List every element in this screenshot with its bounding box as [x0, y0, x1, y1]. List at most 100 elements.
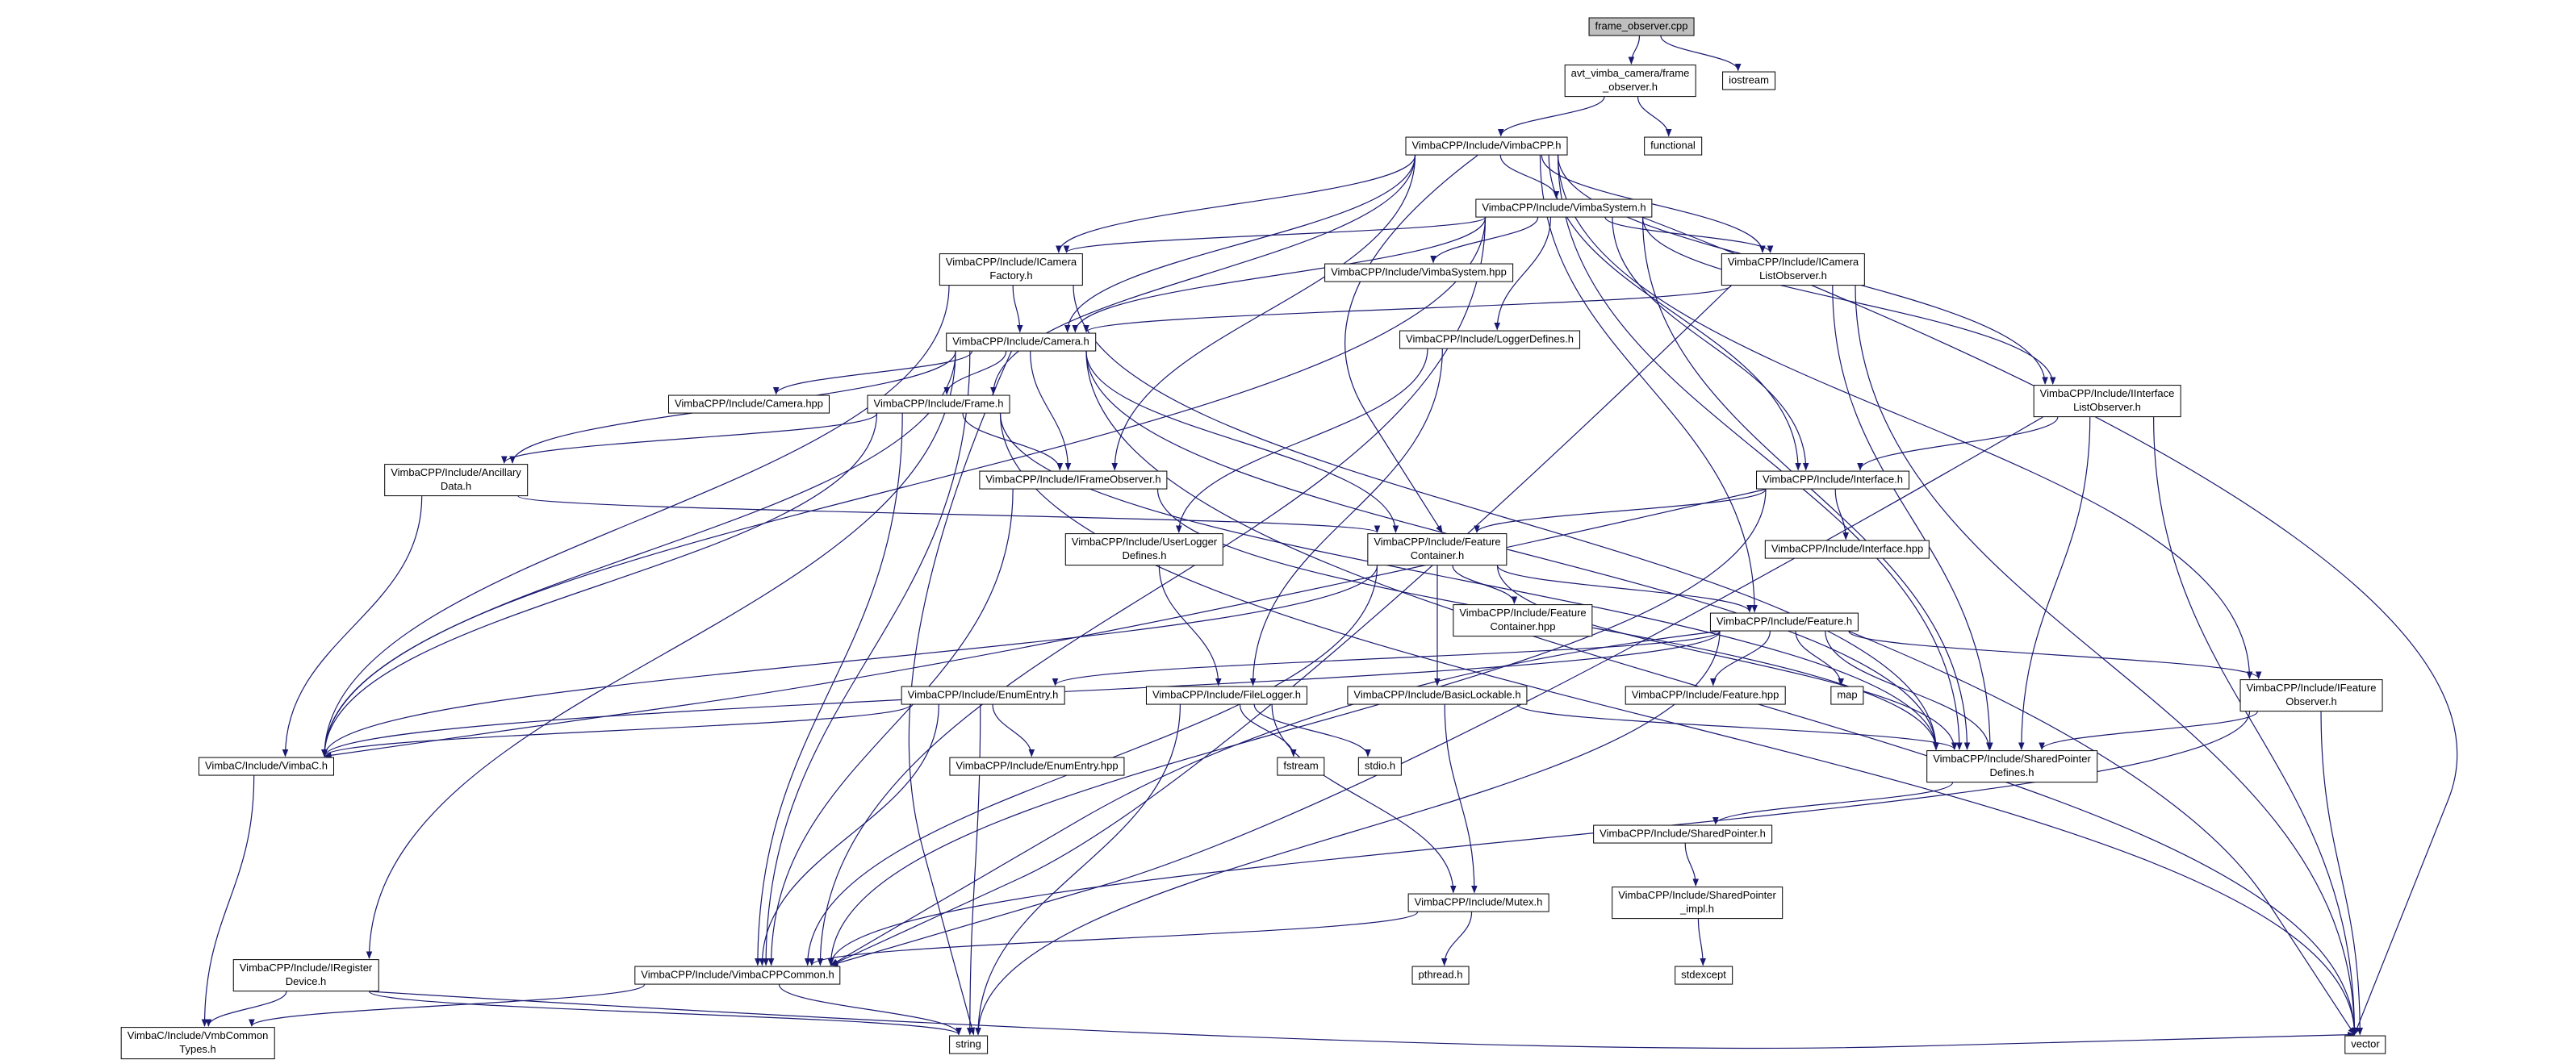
- include-edge: [1848, 630, 2262, 679]
- include-edge: [943, 351, 1007, 395]
- graph-node[interactable]: stdexcept: [1675, 966, 1733, 985]
- include-edge: [282, 495, 423, 757]
- include-edge: [1795, 631, 1845, 686]
- graph-node[interactable]: pthread.h: [1411, 966, 1470, 985]
- include-edge: [1848, 630, 2356, 1036]
- include-edge: [1344, 155, 1478, 533]
- graph-node[interactable]: VimbaCPP/Include/BasicLockable.h: [1347, 686, 1528, 705]
- graph-node[interactable]: VimbaCPP/Include/Camera.hpp: [667, 394, 830, 414]
- include-edge: [1085, 351, 1939, 750]
- include-edge: [1111, 155, 1416, 471]
- include-edge: [1064, 155, 1416, 333]
- graph-node[interactable]: VimbaCPP/Include/VimbaSystem.h: [1475, 198, 1653, 218]
- include-edge: [201, 775, 255, 1027]
- include-edge: [249, 983, 646, 1027]
- include-edge: [975, 704, 1181, 1036]
- include-edge: [1684, 843, 1700, 887]
- graph-node[interactable]: VimbaCPP/Include/VimbaCPPCommon.h: [634, 966, 841, 985]
- graph-node[interactable]: VimbaCPP/Include/Mutex.h: [1407, 893, 1549, 912]
- include-edge: [1452, 565, 1518, 604]
- include-edge: [990, 155, 1416, 395]
- include-edge: [2320, 711, 2364, 1036]
- graph-node[interactable]: VimbaCPP/Include/SharedPointer _impl.h: [1612, 887, 1783, 919]
- graph-node[interactable]: VimbaCPP/Include/UserLogger Defines.h: [1064, 533, 1224, 565]
- include-edge: [778, 984, 962, 1036]
- include-edge: [908, 351, 1012, 1036]
- include-edge: [1253, 704, 1371, 757]
- graph-node[interactable]: VimbaCPP/Include/Interface.h: [1756, 470, 1909, 490]
- include-edge: [1516, 703, 1958, 750]
- graph-node[interactable]: stdio.h: [1357, 757, 1403, 776]
- graph-node[interactable]: VimbaCPP/Include/SharedPointer.h: [1593, 824, 1772, 844]
- include-edge: [1158, 565, 1222, 686]
- include-edge: [1612, 217, 1809, 471]
- include-edge: [2018, 416, 2091, 750]
- include-edge: [2153, 416, 2358, 1036]
- graph-node-root[interactable]: frame_observer.cpp: [1588, 17, 1695, 36]
- graph-node[interactable]: VimbaCPP/Include/ICamera ListObserver.h: [1721, 253, 1866, 286]
- graph-node[interactable]: VimbaCPP/Include/VimbaCPP.h: [1405, 136, 1568, 156]
- graph-node[interactable]: avt_vimba_camera/frame _observer.h: [1564, 65, 1696, 97]
- graph-node[interactable]: VimbaCPP/Include/FileLogger.h: [1145, 686, 1308, 705]
- graph-node[interactable]: VimbaCPP/Include/Feature Container.hpp: [1453, 604, 1593, 636]
- include-edge: [1056, 155, 1416, 253]
- include-edge: [992, 704, 1035, 757]
- graph-node[interactable]: VimbaCPP/Include/Ancillary Data.h: [384, 464, 528, 496]
- include-edge: [1271, 704, 1457, 894]
- graph-node[interactable]: functional: [1644, 136, 1702, 156]
- include-edge: [1709, 631, 1771, 686]
- include-edge: [1072, 217, 1487, 333]
- graph-node[interactable]: VimbaCPP/Include/Feature.h: [1709, 612, 1859, 632]
- include-edge: [809, 911, 1419, 966]
- graph-node[interactable]: VimbaCPP/Include/LoggerDefines.h: [1399, 330, 1580, 349]
- include-edge: [763, 351, 971, 966]
- include-edge: [321, 351, 956, 757]
- include-edge: [1498, 96, 1605, 137]
- include-edge: [1660, 35, 1742, 72]
- graph-node[interactable]: VimbaCPP/Include/EnumEntry.h: [901, 686, 1065, 705]
- include-edge: [321, 285, 950, 757]
- include-edge: [324, 488, 1767, 759]
- include-edge: [2039, 711, 2258, 750]
- include-edge: [1083, 285, 1732, 333]
- graph-node[interactable]: VimbaCPP/Include/SharedPointer Defines.h: [1926, 750, 2097, 782]
- graph-node[interactable]: VimbaC/Include/VimbaC.h: [199, 757, 334, 776]
- graph-node[interactable]: VimbaCPP/Include/IRegister Device.h: [232, 959, 379, 991]
- include-edge: [1825, 631, 1993, 750]
- include-edge: [1052, 630, 1721, 686]
- include-edge: [321, 565, 1378, 757]
- graph-node[interactable]: VimbaCPP/Include/Frame.h: [867, 394, 1010, 414]
- include-edge: [517, 495, 1380, 533]
- include-edge: [1557, 155, 2253, 679]
- include-edge: [1063, 216, 1487, 253]
- graph-node[interactable]: VimbaCPP/Include/ICamera Factory.h: [939, 253, 1084, 286]
- include-edge: [1085, 351, 1399, 533]
- graph-node[interactable]: iostream: [1722, 71, 1775, 90]
- include-edge: [1857, 416, 2059, 471]
- graph-node[interactable]: VimbaCPP/Include/Feature.hpp: [1625, 686, 1786, 705]
- graph-node[interactable]: VimbaC/Include/VmbCommon Types.h: [120, 1027, 275, 1059]
- graph-node[interactable]: string: [949, 1035, 988, 1054]
- include-edge: [1557, 155, 1963, 750]
- include-edge: [830, 630, 1721, 966]
- graph-node[interactable]: VimbaCPP/Include/VimbaSystem.hpp: [1324, 263, 1513, 282]
- include-edge: [755, 413, 903, 966]
- graph-node[interactable]: VimbaCPP/Include/Interface.hpp: [1764, 540, 1930, 559]
- graph-node[interactable]: map: [1830, 686, 1864, 705]
- graph-node[interactable]: VimbaCPP/Include/Feature Container.h: [1367, 533, 1508, 565]
- include-edge: [1832, 285, 1993, 750]
- graph-node[interactable]: VimbaCPP/Include/IInterface ListObserver…: [2033, 385, 2181, 417]
- include-edge: [827, 711, 2251, 966]
- include-edge: [1441, 912, 1473, 966]
- include-edge: [321, 413, 878, 757]
- include-edge: [830, 416, 2043, 966]
- graph-node[interactable]: vector: [2344, 1035, 2386, 1054]
- include-edge: [1474, 489, 1767, 533]
- graph-node[interactable]: VimbaCPP/Include/IFrameObserver.h: [979, 470, 1168, 490]
- graph-node[interactable]: VimbaCPP/Include/EnumEntry.hpp: [949, 757, 1125, 776]
- graph-node[interactable]: VimbaCPP/Include/IFeature Observer.h: [2239, 679, 2383, 711]
- graph-node[interactable]: fstream: [1277, 757, 1325, 776]
- graph-node[interactable]: VimbaCPP/Include/Camera.h: [946, 332, 1096, 352]
